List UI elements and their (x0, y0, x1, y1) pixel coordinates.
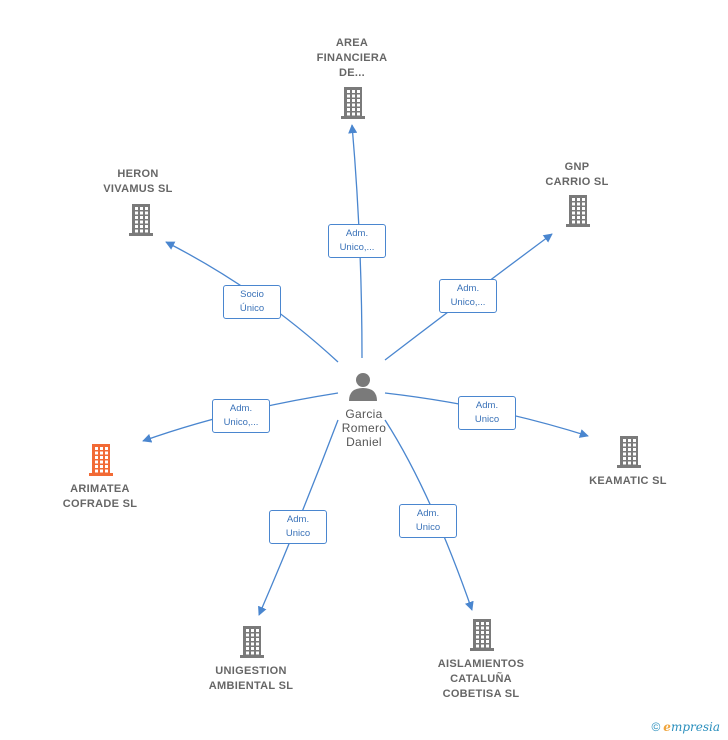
edge-label-area[interactable]: Adm. Unico,... (328, 224, 386, 258)
brand-logo-initial: e (663, 720, 671, 734)
building-icon-arimatea[interactable] (89, 444, 113, 476)
company-label-unigestion[interactable]: UNIGESTION AMBIENTAL SL (208, 665, 294, 692)
edge-label-unigestion[interactable]: Adm. Unico (269, 510, 327, 544)
person-icon[interactable] (349, 373, 377, 401)
building-icon-gnp[interactable] (566, 195, 590, 227)
edge-label-arimatea[interactable]: Adm. Unico,... (212, 399, 270, 433)
company-label-keamatic[interactable]: KEAMATIC SL (589, 475, 667, 487)
person-name[interactable]: Garcia Romero Daniel (341, 407, 387, 449)
edge-label-gnp[interactable]: Adm. Unico,... (439, 279, 497, 313)
company-label-aislamientos[interactable]: AISLAMIENTOS CATALUÑA COBETISA SL (437, 658, 525, 700)
edge-label-heron[interactable]: Socio Único (223, 285, 281, 319)
company-label-arimatea[interactable]: ARIMATEA COFRADE SL (62, 483, 138, 510)
edge-label-aislamientos[interactable]: Adm. Unico (399, 504, 457, 538)
building-icon-aislamientos[interactable] (470, 619, 494, 651)
building-icon-unigestion[interactable] (240, 626, 264, 658)
footer-credit: ©empresia (651, 720, 720, 734)
building-icon-heron[interactable] (129, 204, 153, 236)
building-icon-keamatic[interactable] (617, 436, 641, 468)
edge-aislamientos (384, 419, 474, 611)
company-label-area[interactable]: AREA FINANCIERA DE... (316, 37, 388, 79)
company-label-heron[interactable]: HERON VIVAMUS SL (103, 168, 173, 195)
company-label-gnp[interactable]: GNP CARRIO SL (545, 161, 609, 188)
brand-logo-text: mpresia (670, 720, 720, 734)
copyright-symbol: © (651, 720, 661, 734)
edge-label-keamatic[interactable]: Adm. Unico (458, 396, 516, 430)
building-icon-area[interactable] (341, 87, 365, 119)
